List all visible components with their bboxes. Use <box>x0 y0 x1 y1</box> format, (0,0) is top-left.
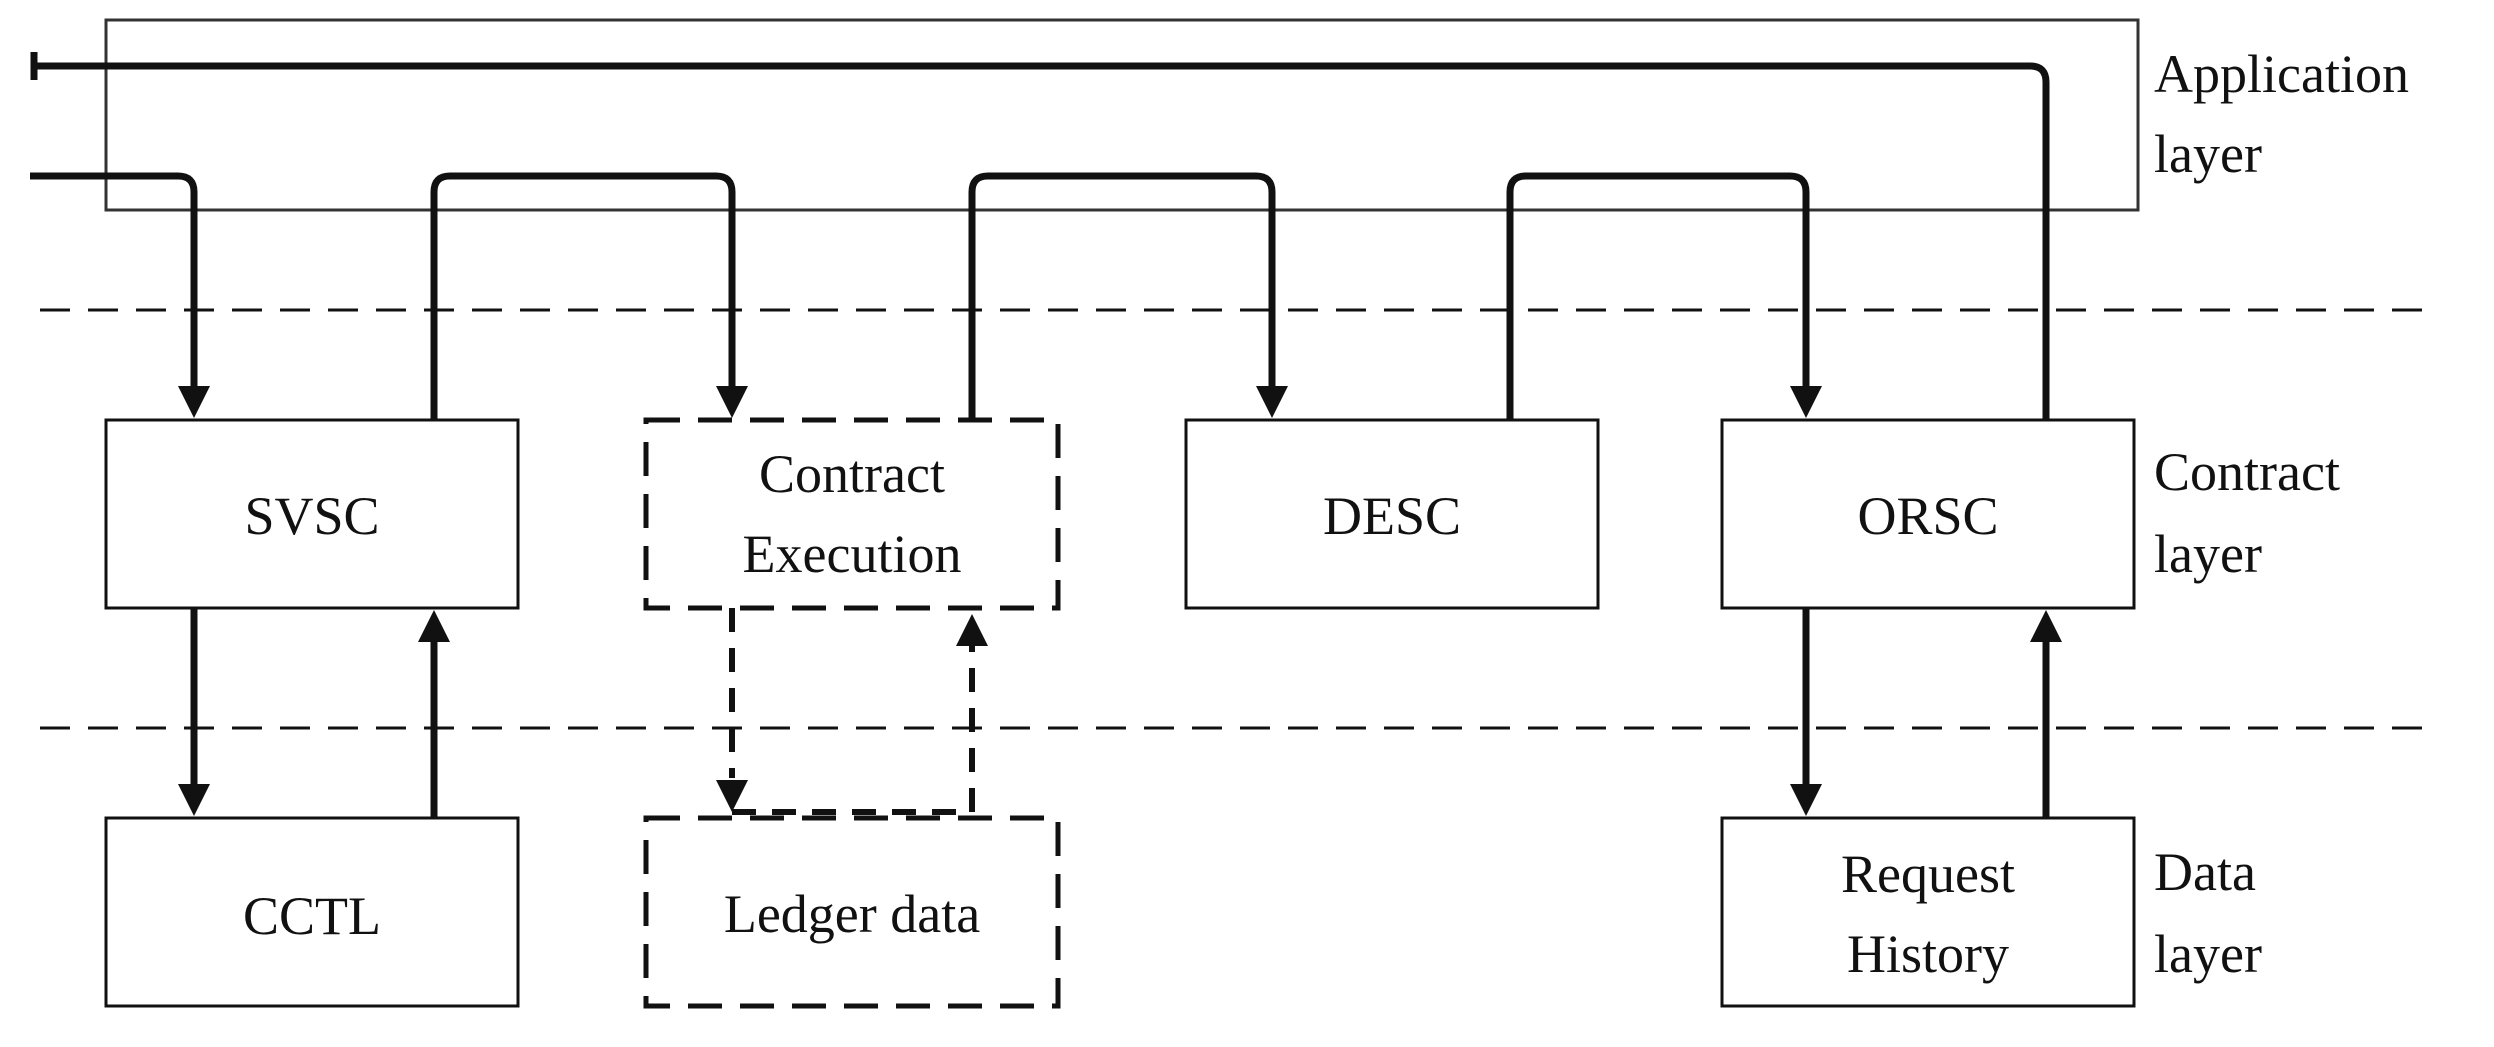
arrowhead-into-ledger-data <box>716 780 748 812</box>
flow-orsc-to-application <box>34 62 2050 420</box>
contract-execution-label-line2: Execution <box>743 524 962 584</box>
node-contract-execution: Contract Execution <box>643 417 1061 611</box>
orsc-box <box>1720 418 2136 610</box>
node-request-history: Request History <box>1720 816 2136 1008</box>
node-orsc: ORSC <box>1720 418 2136 610</box>
cctl-box <box>104 816 520 1008</box>
arrowhead-into-desc <box>1256 386 1288 418</box>
flow-svsc-to-contract-execution <box>430 172 736 420</box>
flow-input-to-svsc <box>30 172 198 390</box>
data-layer-label: Data layer <box>2154 842 2262 984</box>
node-desc: DESC <box>1184 418 1600 610</box>
arrowhead-into-svsc <box>178 386 210 418</box>
request-history-label-line1: Request <box>1841 844 2015 904</box>
arrowhead-into-request-history <box>1790 784 1822 816</box>
application-layer-label-line2: layer <box>2154 124 2262 184</box>
node-ledger-data: Ledger data <box>643 815 1061 1009</box>
desc-label: DESC <box>1323 486 1461 546</box>
contract-layer-label-line1: Contract <box>2154 442 2340 502</box>
node-svsc: SVSC <box>104 418 520 610</box>
application-layer-box <box>104 18 2140 212</box>
node-cctl: CCTL <box>104 816 520 1008</box>
contract-execution-box <box>643 417 1061 611</box>
orsc-label: ORSC <box>1857 486 1998 546</box>
arrowhead-into-contract-execution <box>716 386 748 418</box>
arrowhead-into-cctl <box>178 784 210 816</box>
request-history-box <box>1720 816 2136 1008</box>
flow-contract-execution-to-desc <box>968 172 1276 420</box>
request-history-label-line2: History <box>1847 924 2009 984</box>
contract-layer-label-line2: layer <box>2154 524 2262 584</box>
contract-layer-label: Contract layer <box>2154 442 2340 584</box>
arrowhead-into-svsc-from-cctl <box>418 610 450 642</box>
arrowhead-into-orsc-from-request-history <box>2030 610 2062 642</box>
contract-execution-label-line1: Contract <box>759 444 945 504</box>
desc-box <box>1184 418 1600 610</box>
arrowhead-into-contract-execution-from-ledger <box>956 614 988 646</box>
ledger-data-label: Ledger data <box>724 884 980 944</box>
data-layer-label-line1: Data <box>2154 842 2256 902</box>
data-layer-label-line2: layer <box>2154 924 2262 984</box>
svsc-label: SVSC <box>244 486 379 546</box>
cctl-label: CCTL <box>243 886 381 946</box>
flow-ledger-data-to-contract-execution <box>732 646 975 815</box>
svsc-box <box>104 418 520 610</box>
application-layer-label: Application layer <box>2154 44 2409 184</box>
arrowhead-into-orsc <box>1790 386 1822 418</box>
application-layer-label-line1: Application <box>2154 44 2409 104</box>
ledger-data-box <box>643 815 1061 1009</box>
flow-desc-to-orsc <box>1506 172 1810 420</box>
